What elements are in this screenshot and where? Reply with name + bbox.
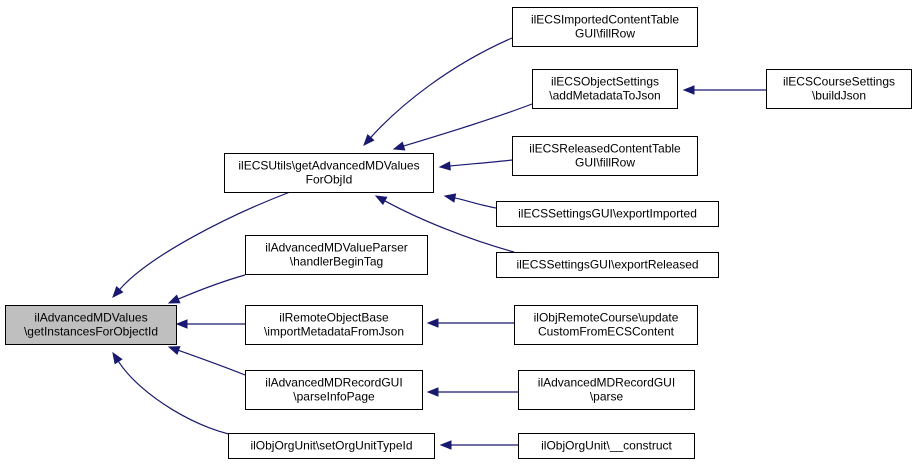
node-label-line: ilECSObjectSettings (551, 75, 659, 89)
node-label-line: ilObjOrgUnit\setOrgUnitTypeId (250, 439, 412, 453)
node-mdvalueparser[interactable]: ilAdvancedMDValueParser\handlerBeginTag (245, 235, 428, 275)
arrowhead (392, 141, 406, 151)
edge-line (177, 274, 246, 300)
edge-line (370, 37, 513, 138)
edge-line (119, 191, 291, 290)
node-ecssettings_exportimported[interactable]: ilECSSettingsGUI\exportImported (496, 201, 719, 227)
edge-objorgunit_construct-to-objorgunit_settype (439, 440, 518, 450)
edge-objorgunit_settype-to-root (112, 351, 246, 438)
node-box (496, 201, 719, 227)
edge-ecssettings_exportimported-to-ecsutils (443, 193, 497, 209)
node-label-line: \getInstancesForObjectId (24, 325, 158, 339)
node-label-line: ilECSUtils\getAdvancedMDValues (238, 159, 419, 173)
node-label-line: ForObjId (306, 173, 353, 187)
node-box (245, 235, 428, 275)
node-mdrecordgui_parse[interactable]: ilAdvancedMDRecordGUI\parse (518, 370, 695, 410)
node-label-line: \parse (590, 390, 624, 404)
edge-ecsimported_fillrow-to-ecsutils (363, 37, 513, 147)
arrowhead (426, 318, 439, 328)
node-box (224, 153, 434, 193)
node-box (532, 69, 678, 109)
arrowhead (682, 85, 695, 95)
node-mdrecordgui_parseinfo[interactable]: ilAdvancedMDRecordGUI\parseInfoPage (245, 370, 423, 410)
node-label-line: \addMetadataToJson (549, 89, 660, 103)
node-remoteobjectbase[interactable]: ilRemoteObjectBase\importMetadataFromJso… (245, 305, 423, 345)
node-box (514, 305, 698, 345)
node-box (518, 433, 695, 459)
arrowhead (374, 195, 388, 206)
node-box (228, 433, 435, 459)
arrowhead (426, 387, 439, 397)
nodes-layer: ilAdvancedMDValues\getInstancesForObject… (5, 7, 912, 459)
node-box (245, 370, 423, 410)
node-label-line: ilAdvancedMDValues (34, 311, 147, 325)
edge-ecscoursesettings-to-ecsobjectsettings (682, 85, 766, 95)
node-label-line: GUI\fillRow (575, 27, 635, 41)
edge-ecsutils-to-root (112, 191, 291, 299)
node-ecsobjectsettings[interactable]: ilECSObjectSettings\addMetadataToJson (532, 69, 678, 109)
node-ecssettings_exportreleased[interactable]: ilECSSettingsGUI\exportReleased (496, 252, 719, 278)
edge-mdrecordgui_parseinfo-to-root (167, 346, 246, 376)
node-box (245, 305, 423, 345)
node-label-line: \handlerBeginTag (290, 255, 383, 269)
node-objremotecourse[interactable]: ilObjRemoteCourse\updateCustomFromECSCon… (514, 305, 698, 345)
arrowhead (167, 294, 181, 304)
node-box (518, 370, 695, 410)
node-root[interactable]: ilAdvancedMDValues\getInstancesForObject… (5, 305, 177, 345)
edge-line (384, 200, 515, 253)
node-label-line: \importMetadataFromJson (264, 325, 404, 339)
arrowhead (363, 134, 375, 147)
edge-line (178, 349, 246, 376)
arrowhead (438, 161, 451, 171)
edge-ecsreleased_fillrow-to-ecsutils (438, 159, 513, 171)
node-objorgunit_construct[interactable]: ilObjOrgUnit\__construct (518, 433, 695, 459)
node-label-line: ilObjRemoteCourse\update (534, 311, 679, 325)
node-label-line: ilAdvancedMDRecordGUI (538, 376, 675, 390)
node-label-line: ilECSReleasedContentTable (529, 142, 681, 156)
arrowhead (112, 286, 124, 299)
edge-line (117, 361, 246, 438)
edge-ecssettings_exportreleased-to-ecsutils (374, 195, 515, 253)
edge-remoteobjectbase-to-root (175, 319, 245, 329)
edge-mdrecordgui_parse-to-mdrecordgui_parseinfo (426, 387, 518, 397)
node-label-line: ilECSCourseSettings (783, 75, 895, 89)
node-label-line: ilAdvancedMDValueParser (265, 241, 408, 255)
edge-ecsobjectsettings-to-ecsutils (392, 103, 533, 151)
node-ecscoursesettings[interactable]: ilECSCourseSettings\buildJson (766, 69, 912, 109)
node-box (496, 252, 719, 278)
node-label-line: ilECSSettingsGUI\exportReleased (516, 258, 698, 272)
node-label-line: ilECSSettingsGUI\exportImported (518, 207, 697, 221)
node-box (766, 69, 912, 109)
node-label-line: GUI\fillRow (575, 156, 635, 170)
edge-mdvalueparser-to-root (167, 274, 246, 304)
node-label-line: ilAdvancedMDRecordGUI (265, 376, 402, 390)
edge-line (403, 103, 533, 147)
node-label-line: \buildJson (812, 89, 866, 103)
arrowhead (167, 346, 181, 355)
edge-line (449, 159, 513, 167)
arrowhead (112, 351, 123, 365)
node-box (512, 7, 698, 47)
node-label-line: CustomFromECSContent (538, 325, 675, 339)
node-label-line: ilECSImportedContentTable (531, 13, 679, 27)
arrowhead (439, 440, 452, 450)
node-label-line: ilRemoteObjectBase (279, 311, 389, 325)
node-box (5, 305, 177, 345)
node-label-line: ilObjOrgUnit\__construct (541, 439, 672, 453)
edge-line (454, 197, 497, 209)
edge-objremotecourse-to-remoteobjectbase (426, 318, 514, 328)
arrowhead (443, 193, 457, 203)
arrowhead (175, 319, 188, 329)
node-objorgunit_settype[interactable]: ilObjOrgUnit\setOrgUnitTypeId (228, 433, 435, 459)
node-box (512, 136, 698, 176)
node-label-line: \parseInfoPage (293, 390, 375, 404)
